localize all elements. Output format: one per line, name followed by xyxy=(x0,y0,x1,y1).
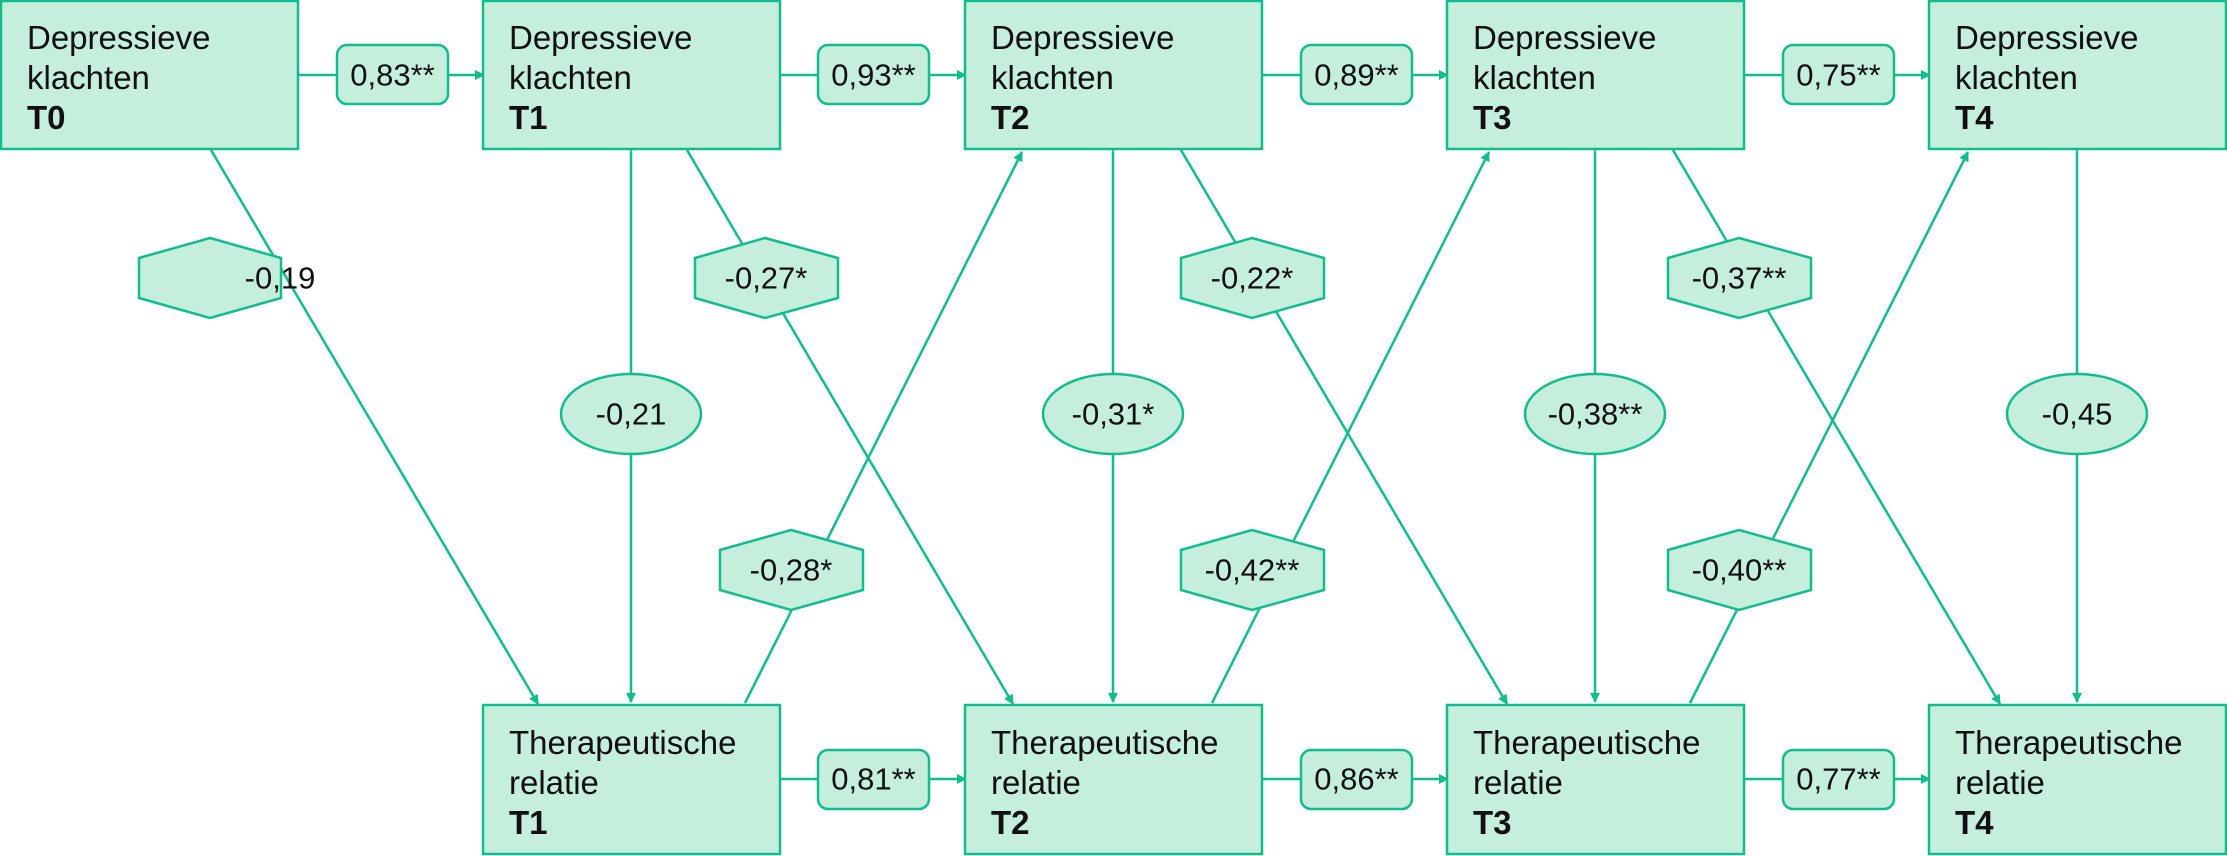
coef-text: -0,38** xyxy=(1548,397,1643,432)
stability-coef-ther-t3-t4: 0,77** xyxy=(1781,748,1896,811)
cross-coef-ther-t2-to-dep-t3: -0,42** xyxy=(1179,528,1326,612)
box-time-label: T0 xyxy=(27,99,66,136)
stability-coef-dep-t2-t3: 0,89** xyxy=(1299,43,1414,106)
box-depressive-complaints-t1: Depressieve klachten T1 xyxy=(481,0,782,151)
box-label-line1: Therapeutische xyxy=(1473,724,1700,761)
box-label-line2: klachten xyxy=(27,59,150,96)
box-time-label: T2 xyxy=(991,804,1030,841)
stability-coef-dep-t0-t1: 0,83** xyxy=(335,43,450,106)
box-label-line1: Depressieve xyxy=(27,19,210,56)
coef-text: -0,21 xyxy=(596,397,667,432)
coef-text: 0,86** xyxy=(1314,762,1398,797)
box-time-label: T2 xyxy=(991,99,1030,136)
box-label-line2: klachten xyxy=(509,59,632,96)
box-time-label: T1 xyxy=(509,804,548,841)
cross-coef-dep-t3-to-ther-t4: -0,37** xyxy=(1666,236,1813,320)
box-label-line2: relatie xyxy=(509,764,599,801)
box-label-line1: Depressieve xyxy=(991,19,1174,56)
box-label-line1: Depressieve xyxy=(1473,19,1656,56)
stability-coef-dep-t3-t4: 0,75** xyxy=(1781,43,1896,106)
cross-arrow-ther-t1-to-dep-t2 xyxy=(743,151,1024,704)
box-time-label: T3 xyxy=(1473,99,1512,136)
coef-text: -0,45 xyxy=(2042,397,2113,432)
correlation-coef-t2: -0,31* xyxy=(1041,372,1185,456)
box-label-line2: relatie xyxy=(991,764,1081,801)
stability-coef-ther-t1-t2: 0,81** xyxy=(816,748,931,811)
cross-coef-ther-t3-to-dep-t4: -0,40** xyxy=(1666,528,1813,612)
cross-coef-dep-t2-to-ther-t3: -0,22* xyxy=(1179,236,1326,320)
box-depressive-complaints-t0: Depressieve klachten T0 xyxy=(0,0,300,151)
box-time-label: T4 xyxy=(1955,804,1994,841)
box-label-line2: relatie xyxy=(1473,764,1563,801)
coef-text: 0,75** xyxy=(1796,58,1880,93)
cross-arrow-dep-t1-to-ther-t2 xyxy=(685,149,1015,705)
correlation-coef-t3: -0,38** xyxy=(1523,372,1667,456)
box-label-line1: Depressieve xyxy=(1955,19,2138,56)
coef-text: 0,81** xyxy=(831,762,915,797)
coef-text: 0,83** xyxy=(350,58,434,93)
coef-text: 0,77** xyxy=(1796,762,1880,797)
cross-coef-dep-t0-to-ther-t1: -0,19 xyxy=(137,236,316,320)
coef-text: -0,40** xyxy=(1692,553,1787,588)
box-time-label: T4 xyxy=(1955,99,1994,136)
box-label-line1: Therapeutische xyxy=(1955,724,2182,761)
box-label-line2: relatie xyxy=(1955,764,2045,801)
box-label-line2: klachten xyxy=(991,59,1114,96)
box-label-line1: Depressieve xyxy=(509,19,692,56)
stability-coef-dep-t1-t2: 0,93** xyxy=(816,43,931,106)
box-therapeutic-relationship-t1: Therapeutische relatie T1 xyxy=(481,703,782,856)
coef-text: 0,93** xyxy=(831,58,915,93)
box-depressive-complaints-t4: Depressieve klachten T4 xyxy=(1927,0,2227,151)
cross-coef-dep-t1-to-ther-t2: -0,27* xyxy=(693,236,840,320)
box-label-line1: Therapeutische xyxy=(991,724,1218,761)
cross-arrow-dep-t2-to-ther-t3 xyxy=(1179,149,1509,705)
cross-arrow-ther-t3-to-dep-t4 xyxy=(1688,151,1970,704)
box-depressive-complaints-t2: Depressieve klachten T2 xyxy=(963,0,1264,151)
box-time-label: T3 xyxy=(1473,804,1512,841)
coef-text: -0,42** xyxy=(1205,553,1300,588)
coef-text: -0,22* xyxy=(1211,261,1294,296)
cross-coef-ther-t1-to-dep-t2: -0,28* xyxy=(718,528,865,612)
box-label-line2: klachten xyxy=(1473,59,1596,96)
box-label-line2: klachten xyxy=(1955,59,2078,96)
box-therapeutic-relationship-t4: Therapeutische relatie T4 xyxy=(1927,703,2227,856)
correlation-coef-t4: -0,45 xyxy=(2005,372,2149,456)
coef-text: -0,28* xyxy=(750,553,833,588)
coef-text: -0,31* xyxy=(1072,397,1155,432)
cross-arrow-dep-t0-to-ther-t1 xyxy=(209,149,540,705)
coef-text: 0,89** xyxy=(1314,58,1398,93)
cross-arrow-dep-t3-to-ther-t4 xyxy=(1671,149,2002,705)
box-depressive-complaints-t3: Depressieve klachten T3 xyxy=(1445,0,1746,151)
correlation-coef-t1: -0,21 xyxy=(559,372,703,456)
box-time-label: T1 xyxy=(509,99,548,136)
box-label-line1: Therapeutische xyxy=(509,724,736,761)
cross-arrow-ther-t2-to-dep-t3 xyxy=(1210,151,1491,704)
coef-text: -0,19 xyxy=(245,261,316,296)
coef-text: -0,37** xyxy=(1692,261,1787,296)
box-therapeutic-relationship-t2: Therapeutische relatie T2 xyxy=(963,703,1264,856)
stability-coef-ther-t2-t3: 0,86** xyxy=(1299,748,1414,811)
coef-text: -0,27* xyxy=(725,261,808,296)
box-therapeutic-relationship-t3: Therapeutische relatie T3 xyxy=(1445,703,1746,856)
